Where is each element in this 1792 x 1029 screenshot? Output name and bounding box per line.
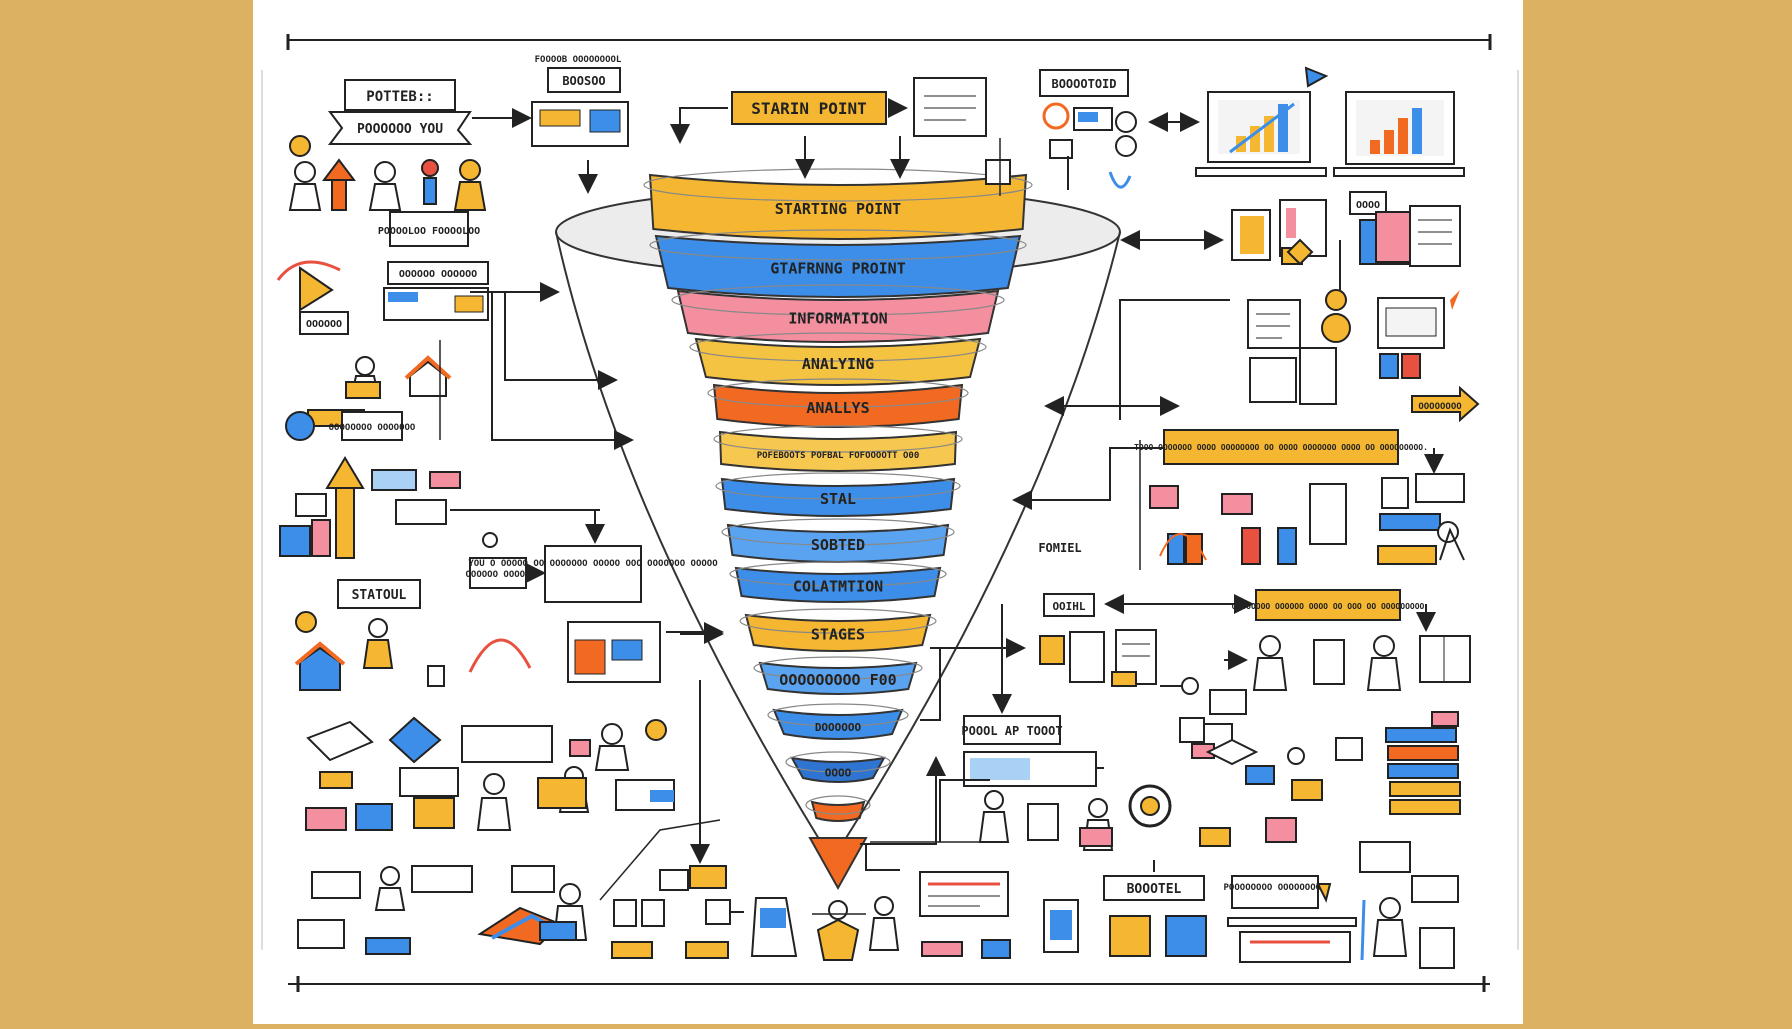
funnel-band-label-10: STAGES [811, 626, 865, 644]
mini-box [469, 557, 527, 589]
left-box-4-text: OOOOOOOO OOOOOOO [329, 423, 416, 433]
funnel-rim-14 [805, 795, 871, 815]
funnel-rim-7 [715, 472, 961, 500]
funnel-rim-11 [753, 656, 923, 680]
funnel-band-12 [772, 708, 904, 740]
left-box-4 [341, 411, 403, 441]
bottom-right-box [1231, 875, 1319, 909]
funnel-band-5 [712, 383, 964, 428]
top-center-cluster: STARIN POINT BOOOOTOID [578, 66, 1329, 196]
funnel-rim-5 [707, 378, 969, 408]
top-right-box-text: BOOOOTOID [1051, 77, 1116, 91]
right-arrow-tag-text: OOOOOOOO [1418, 402, 1462, 412]
left-box-2 [387, 261, 489, 285]
funnel-rim-4 [689, 332, 987, 362]
funnel-rim-2 [649, 229, 1027, 261]
bottom-box [1103, 875, 1205, 901]
funnel-band-4 [694, 337, 982, 386]
right-upper-cluster: OOOO OOOOOOOO [1044, 191, 1480, 423]
funnel-band-label-8: SOBTED [811, 536, 865, 554]
statoul-text: STATOUL [352, 588, 407, 603]
funnel-rim-1 [643, 168, 1033, 202]
funnel-band-9 [734, 566, 942, 603]
ooihl-box [1043, 593, 1095, 617]
ribbon-banner [328, 111, 473, 145]
funnel-band-label-5: ANALLYS [806, 399, 869, 417]
funnel-band-label-1: STARTING POINT [775, 200, 901, 218]
right-banner-2-text: OOOOOOOO OOOOOO OOOO OO OOO OO OOOOOOOOO [1232, 602, 1425, 611]
top-box [547, 67, 621, 93]
note-card [913, 77, 987, 137]
right-banner-2 [1255, 589, 1401, 621]
funnel-rim-3 [671, 284, 1005, 316]
right-small-box [1349, 191, 1387, 215]
funnel-rim-13 [785, 751, 891, 773]
mid-left-note [544, 545, 642, 603]
ooihl-text: OOIHL [1052, 600, 1085, 613]
right-banner-text: TOOO OOOOOOO OOOO OOOOOOOO OO OOOO OOOOO… [1134, 443, 1428, 452]
center-bottom-cluster [730, 844, 1011, 961]
ribbon-text: POOOOOO YOU [357, 122, 443, 137]
funnel-band-label-2: GTAFRNNG PROINT [770, 259, 905, 277]
fomiel-label: FOMIEL [1038, 541, 1081, 555]
funnel-tip [808, 837, 868, 891]
funnel-band-7 [720, 477, 956, 517]
left-mid-cluster: POOOOLOO FOOOOLOO OOOOOO OOOOOO OOOOOO O… [276, 211, 634, 450]
funnel-band-8 [726, 523, 950, 563]
funnel-rim-12 [767, 703, 909, 727]
funnel-rim-6 [713, 425, 963, 453]
funnel-band-14 [810, 800, 866, 822]
funnel: STARTING POINT GTAFRNNG PROINT INFORMATION… [555, 168, 1121, 891]
right-small-text: OOOO [1356, 200, 1380, 211]
statoul-box [337, 579, 421, 609]
top-right-monitors [1195, 91, 1465, 177]
tiny-caption: FOOOOB OOOOOOOOL [535, 55, 622, 65]
funnel-band-label-11: OOOOOOOOO F00 [779, 671, 896, 689]
right-lower-cluster: FOMIEL OOIHL OOOOOOOO OOOOOO OOOO OO OOO… [930, 541, 1471, 714]
bottom-right-box-text: POOOOOOOO OOOOOOOOO [1224, 883, 1328, 893]
funnel-rim-10 [739, 608, 937, 634]
funnel-band-label-3: INFORMATION [788, 309, 887, 327]
funnel-band-3 [676, 289, 1000, 343]
starting-point-box [731, 91, 887, 125]
funnel-band-1 [648, 173, 1028, 240]
sign-text: POTTEB:: [366, 89, 433, 105]
left-box-3 [299, 311, 349, 335]
right-banner [1163, 429, 1399, 465]
funnel-band-label-9: COLATMTION [793, 578, 883, 596]
sign-box [344, 79, 456, 111]
left-top-cluster: POTTEB:: POOOOOO YOU FOOOOB OOOOOOOOL BO… [288, 55, 629, 211]
left-bottom-cluster [297, 680, 731, 959]
top-box-text: BOOSOO [562, 74, 605, 88]
center-connectors [680, 405, 1172, 845]
funnel-band-label-4: ANALYING [802, 355, 874, 373]
left-box-2-text: OOOOOO OOOOOO [399, 269, 477, 280]
bottom-box-text: BOOOTEL [1127, 882, 1182, 897]
mini-box-text: OOOOOO OOOOO [465, 570, 531, 580]
funnel-band-label-7: STAL [820, 490, 856, 508]
mid-left-note-text: YOU O OOOOO OO OOOOOOO OOOOO OOO OOOOOOO… [468, 559, 718, 569]
funnel-band-label-13: OOOO [825, 766, 852, 779]
funnel-rim-9 [729, 561, 947, 587]
funnel-band-label-6: POFEBOOTS POFBAL FOFOOOOTT O00 [757, 451, 920, 461]
right-arrow-tag [1411, 385, 1480, 423]
bottom-mid-box-text: POOOL AP TOOOT [961, 724, 1062, 738]
right-mid-cluster: TOOO OOOOOOO OOOO OOOOOOOO OO OOOO OOOOO… [1012, 429, 1465, 570]
left-box-1 [389, 211, 469, 247]
funnel-band-label-12: DOOOOOO [815, 721, 862, 734]
starting-point-text: STARIN POINT [751, 99, 867, 118]
funnel-rim-8 [721, 518, 955, 546]
top-right-box [1039, 69, 1129, 97]
left-box-3-text: OOOOOO [306, 319, 342, 330]
left-box-1-text: POOOOLOO FOOOOLOO [378, 226, 480, 237]
funnel-band-2 [654, 234, 1022, 298]
bottom-right-cluster: POOOL AP TOOOT BOOOTEL POOOOOOOO OOOOOOO… [870, 689, 1461, 969]
bottom-mid-box [963, 715, 1061, 745]
left-lower-cluster: STATOUL OOOOOO OOOOO YOU O OOOOO OO OOOO… [279, 456, 724, 691]
